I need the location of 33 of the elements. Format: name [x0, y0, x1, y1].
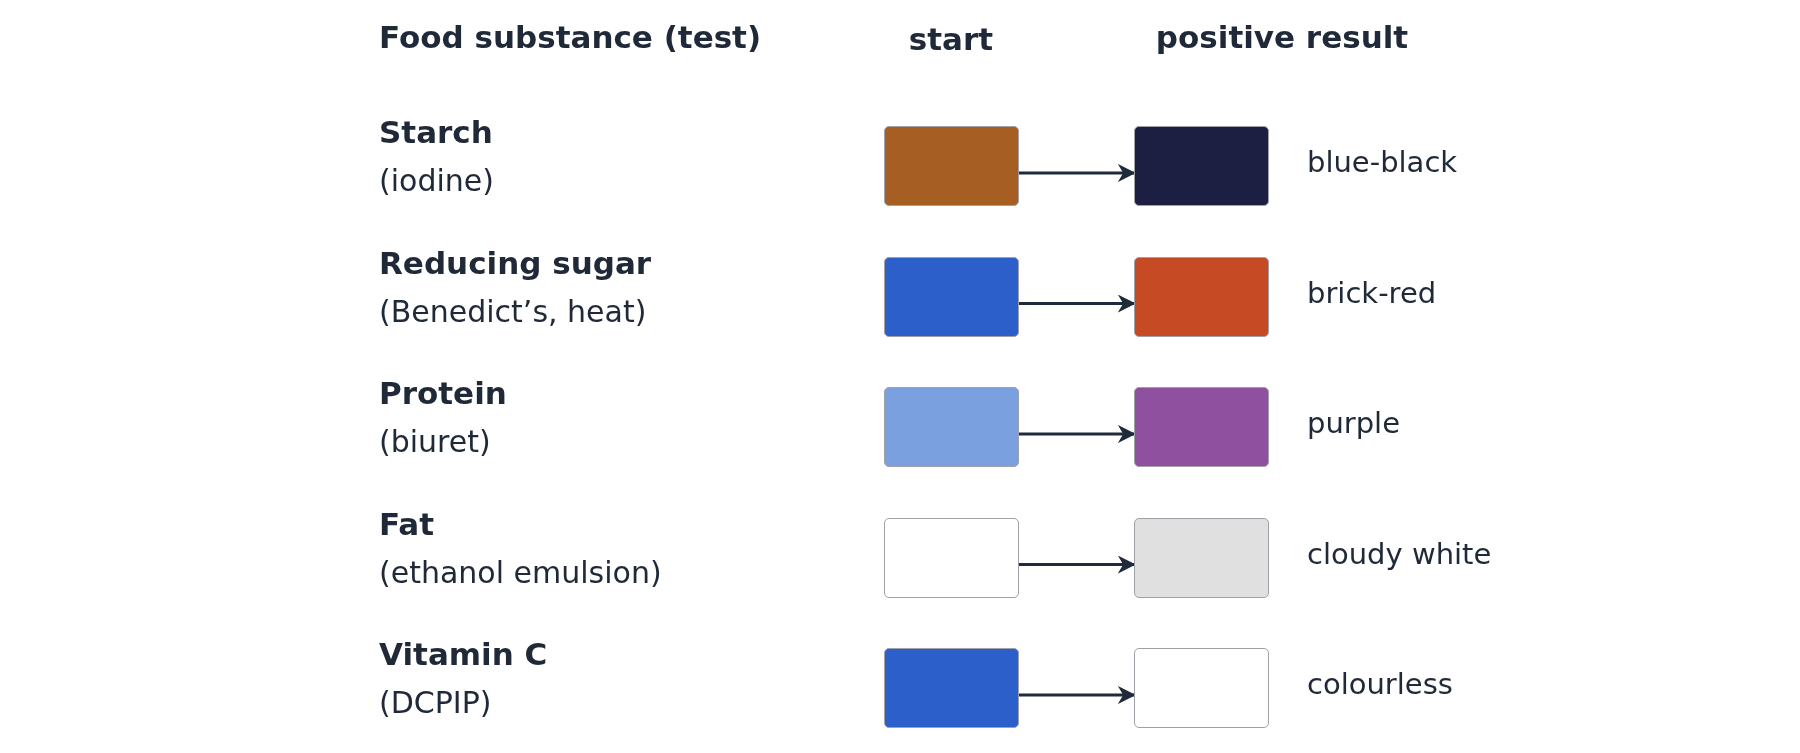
colour-swatch [1134, 517, 1269, 598]
result-colour-label: blue-black [1307, 146, 1458, 180]
result-colour-label: purple [1307, 407, 1401, 441]
food-substance-name: Fat [379, 506, 435, 543]
result-colour-label: brick-red [1307, 276, 1437, 310]
food-substance-name: Starch [379, 115, 493, 151]
result-colour-label: colourless [1307, 668, 1453, 702]
test-name: (iodine) [379, 164, 494, 199]
column-header: Food substance (test) [379, 20, 762, 56]
colour-swatch [884, 126, 1019, 206]
test-name: (DCPIP) [379, 686, 492, 721]
column-header: positive result [1155, 20, 1409, 56]
arrow [1019, 686, 1136, 704]
food-substance-name: Vitamin C [379, 637, 548, 673]
colour-swatch [884, 648, 1019, 728]
colour-swatch [1134, 387, 1269, 467]
test-name: (Benedict’s, heat) [379, 294, 647, 329]
colour-swatch [884, 387, 1019, 467]
test-name: (biuret) [379, 425, 491, 460]
test-name: (ethanol emulsion) [379, 555, 662, 590]
arrow [1019, 294, 1136, 313]
arrow [1019, 164, 1136, 182]
colour-swatch [1134, 126, 1269, 206]
food-substance-name: Protein [379, 376, 507, 412]
colour-swatch [884, 517, 1019, 598]
food-substance-name: Reducing sugar [379, 245, 652, 282]
result-colour-label: cloudy white [1307, 537, 1492, 571]
colour-swatch [1134, 256, 1269, 337]
arrow [1019, 555, 1136, 574]
colour-swatch [884, 256, 1019, 337]
colour-swatch [1134, 648, 1269, 728]
column-header: start [908, 22, 994, 58]
arrow [1019, 425, 1136, 443]
